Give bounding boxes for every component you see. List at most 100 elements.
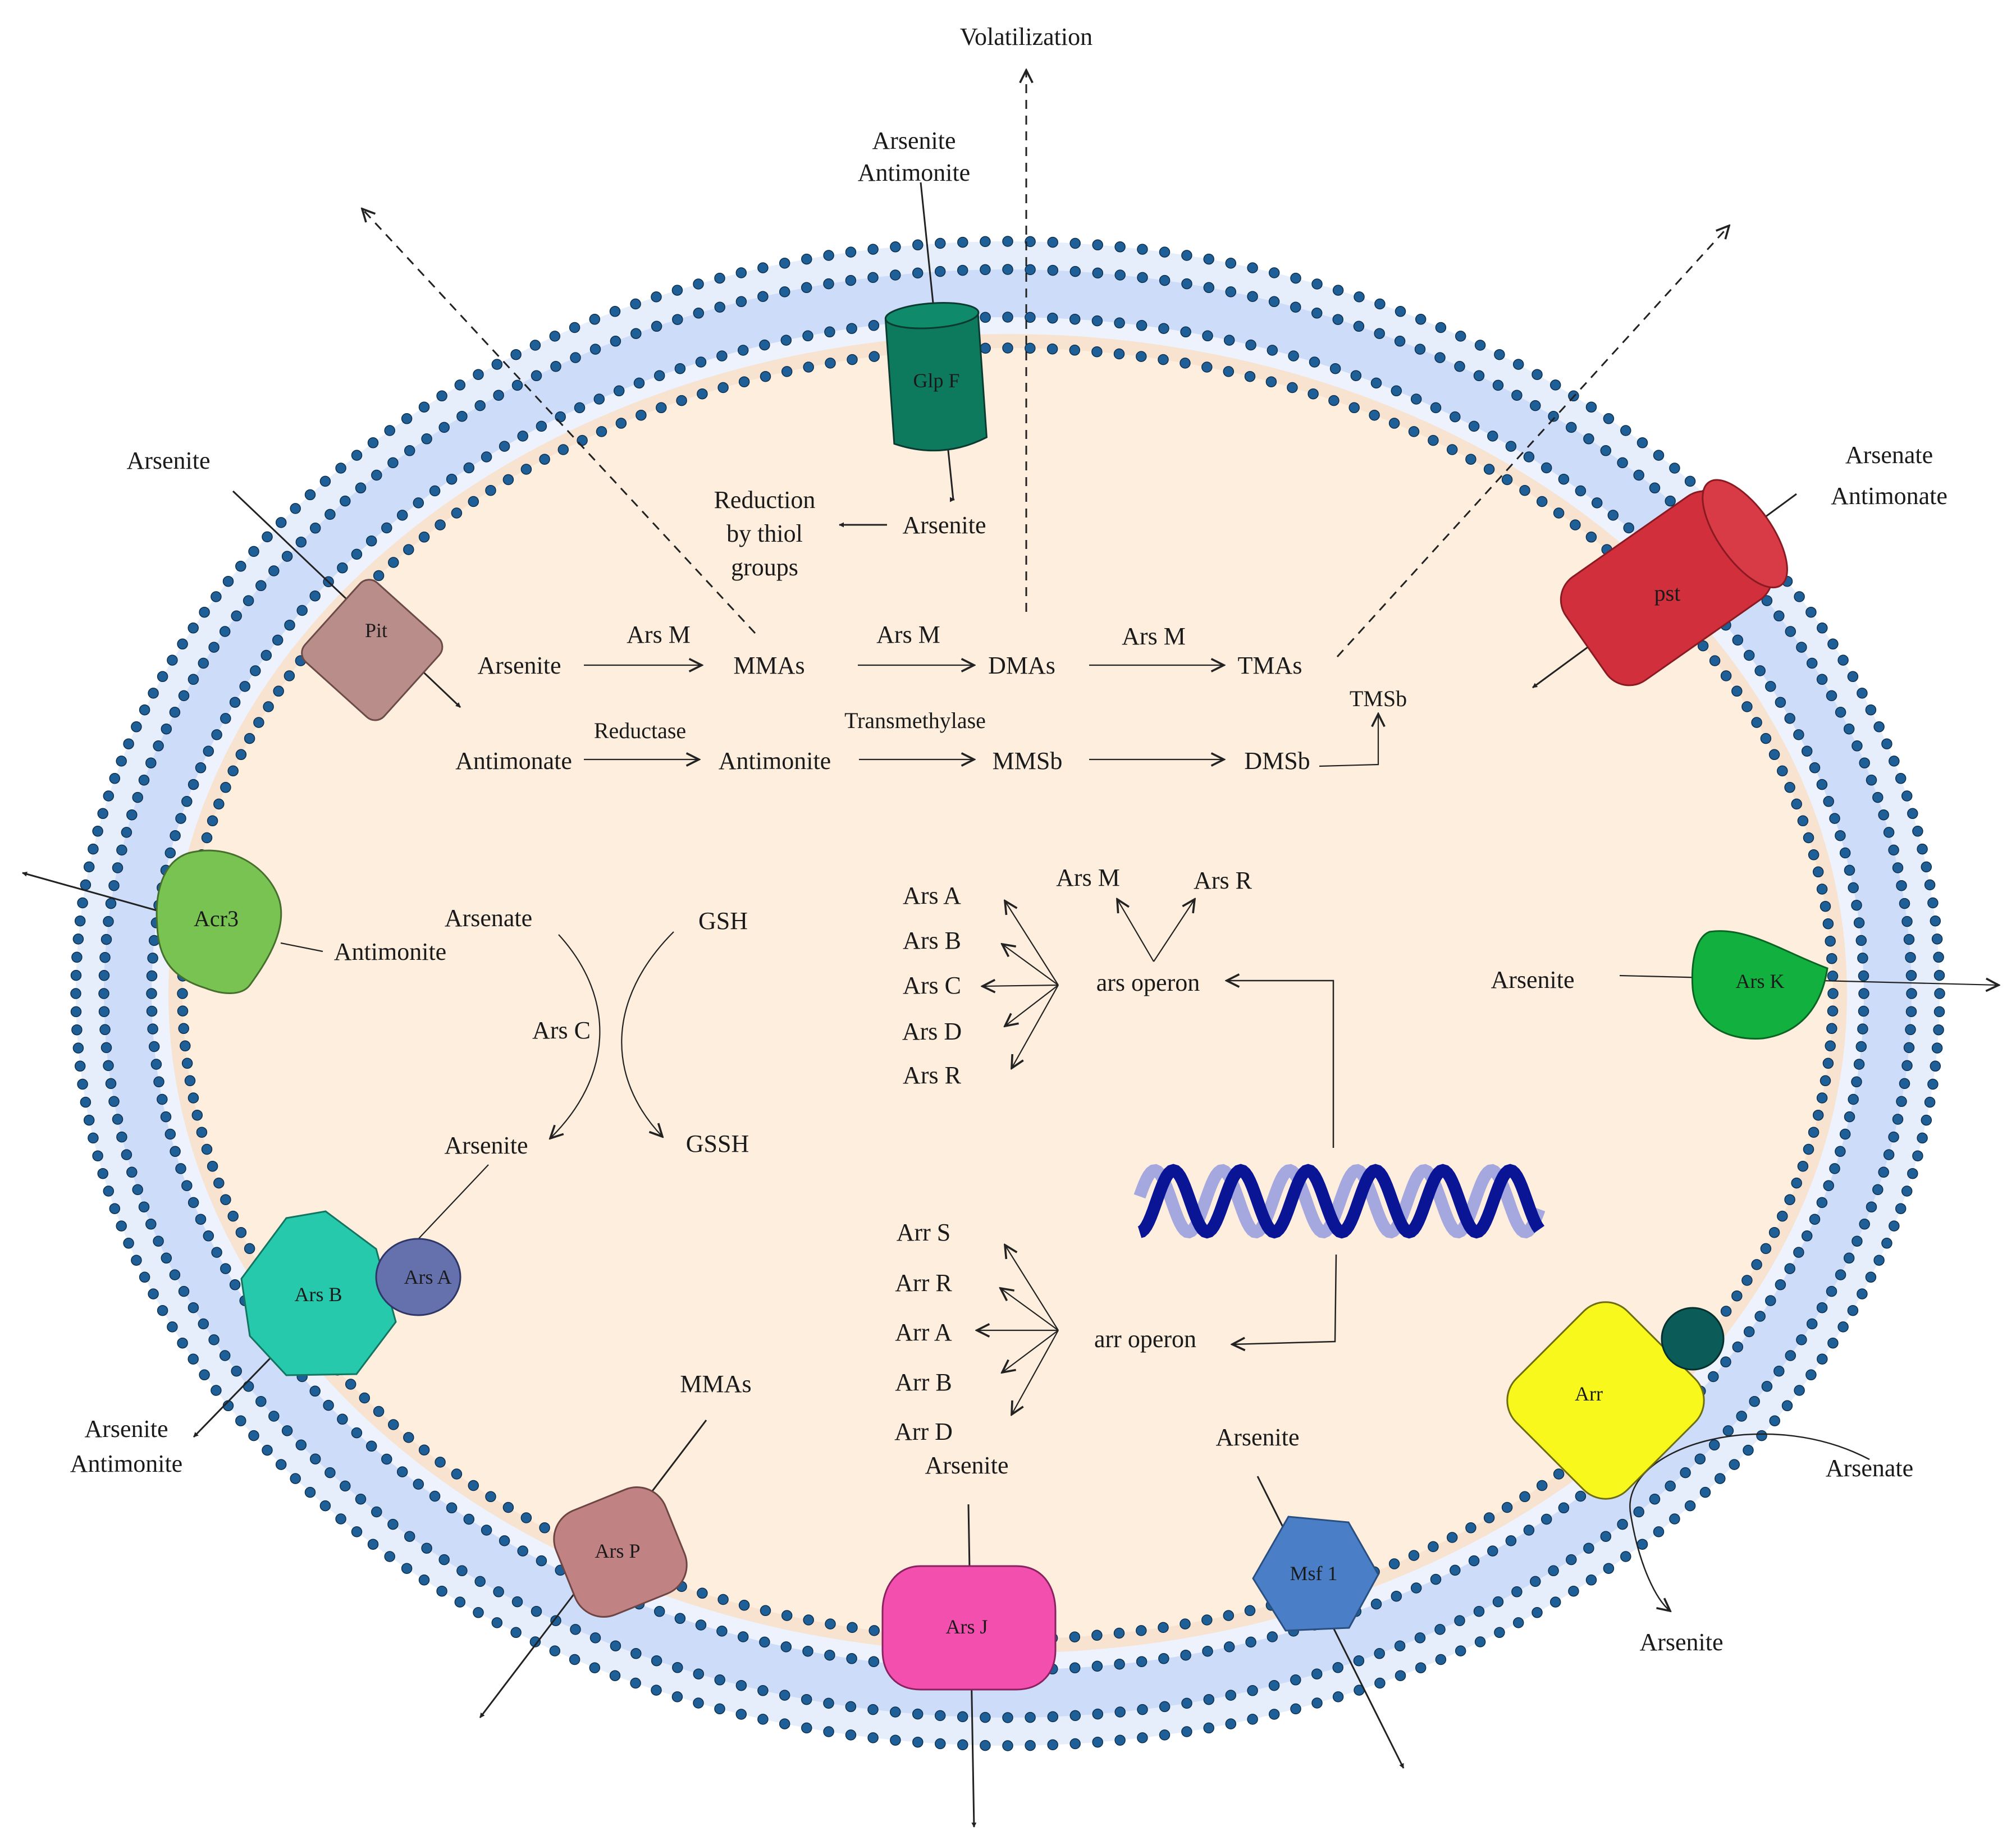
reduction-line-3: groups [731, 553, 798, 581]
ars-top-arrow-m [1117, 899, 1154, 962]
arr-gene-arrow-r [1000, 1288, 1059, 1331]
lipid-head [1843, 1252, 1855, 1264]
lipid-head [1487, 431, 1498, 442]
pst-transporter[interactable] [1550, 466, 1803, 697]
lipid-head [275, 1459, 287, 1470]
lipid-head [980, 342, 991, 354]
lipid-head [335, 1513, 346, 1525]
lipid-head [1901, 790, 1913, 802]
lipid-head [845, 274, 857, 286]
acr3-transporter[interactable] [156, 849, 282, 994]
lipid-head [99, 1024, 111, 1036]
lipid-head [1903, 933, 1915, 945]
lipid-head [610, 1640, 621, 1651]
arr-substrate-arsenate: Arsenate [1826, 1454, 1913, 1482]
lipid-head [1511, 390, 1523, 401]
acr3-substrate-antimonite: Antimonite [334, 938, 446, 965]
lipid-head [735, 267, 747, 278]
lipid-head [198, 1318, 209, 1330]
lipid-head [1585, 1574, 1597, 1586]
lipid-head [153, 740, 164, 752]
arr-reductase[interactable] [1494, 1289, 1717, 1512]
lipid-head [491, 1617, 503, 1628]
lipid-head [1568, 1585, 1579, 1597]
lipid-head [1756, 1430, 1767, 1441]
arsp-transporter[interactable] [545, 1478, 696, 1626]
lipid-head [1201, 1614, 1213, 1626]
lipid-head [1267, 345, 1278, 356]
lipid-head [401, 413, 413, 424]
pit-substrate-arsenite: Arsenite [126, 447, 210, 474]
lipid-head [1851, 1076, 1862, 1088]
lipid-head [281, 1425, 293, 1436]
lipid-head [1244, 370, 1256, 382]
lipid-head [1395, 1670, 1406, 1681]
lipid-head [633, 377, 645, 389]
lipid-head [570, 352, 581, 363]
arsj-transporter[interactable] [881, 1565, 1057, 1691]
lipid-head [1720, 1306, 1732, 1317]
lipid-head [536, 420, 547, 432]
lipid-head [351, 548, 363, 560]
lipid-head [697, 388, 708, 400]
lipid-head [1817, 1353, 1828, 1365]
lipid-head [323, 1399, 334, 1411]
lipid-head [1820, 1075, 1831, 1087]
lipid-head [1649, 482, 1661, 494]
lipid-head [867, 1732, 879, 1743]
lipid-head [502, 474, 514, 486]
lipid-head [1181, 1726, 1192, 1737]
lipid-head [672, 1662, 683, 1673]
arsa-atpase[interactable] [375, 1238, 461, 1316]
lipid-head [738, 1600, 750, 1611]
arsk-transporter[interactable] [1691, 930, 1828, 1040]
lipid-head [1653, 450, 1665, 461]
lipid-head [281, 551, 293, 562]
lipid-head [1857, 1288, 1868, 1299]
lipid-head [868, 1656, 880, 1667]
lipid-head [473, 1607, 484, 1618]
lipid-head [275, 517, 287, 528]
lipid-head [1025, 1740, 1036, 1751]
lipid-head [1332, 314, 1343, 325]
lipid-head [1722, 1425, 1734, 1436]
lipid-head [1523, 451, 1535, 463]
lipid-head [1784, 782, 1795, 793]
lipid-head [1047, 312, 1058, 324]
lipid-head [1113, 348, 1125, 360]
msf1-transporter[interactable] [1252, 1516, 1379, 1632]
lipid-head [1816, 674, 1828, 685]
lipid-head [1430, 402, 1442, 414]
lipid-head [80, 1096, 92, 1108]
lipid-head [1501, 1502, 1513, 1513]
lipid-head [609, 1670, 621, 1681]
lipid-head [1414, 1632, 1426, 1644]
glpf-substrate-antimonite: Antimonite [858, 159, 970, 186]
arr-cap-subunit[interactable] [1661, 1307, 1725, 1371]
lipid-head [418, 401, 430, 413]
lipid-head [1826, 1023, 1837, 1035]
lipid-head [1532, 369, 1543, 380]
lipid-head [1002, 1740, 1013, 1751]
lipid-head [1354, 291, 1365, 303]
lipid-head [502, 1502, 514, 1513]
lipid-head [890, 1706, 901, 1718]
lipid-head [1369, 409, 1380, 421]
lipid-head [1137, 244, 1148, 255]
lipid-head [1374, 328, 1385, 339]
lipid-head [531, 370, 542, 382]
lipid-head [1519, 484, 1530, 496]
lipid-head [1047, 236, 1058, 248]
lipid-head [229, 697, 241, 708]
lipid-head [1769, 1415, 1780, 1426]
lipid-head [1895, 773, 1907, 784]
lipid-head [161, 1252, 172, 1264]
pit-transporter[interactable] [297, 575, 447, 725]
lipid-head [630, 1677, 641, 1689]
ars-gene-b: Ars B [903, 927, 961, 954]
lipid-head [188, 1353, 199, 1365]
lipid-head [219, 1350, 231, 1361]
glpf-channel[interactable] [884, 300, 988, 454]
lipid-head [1223, 1641, 1235, 1653]
lipid-head [1332, 1691, 1344, 1702]
